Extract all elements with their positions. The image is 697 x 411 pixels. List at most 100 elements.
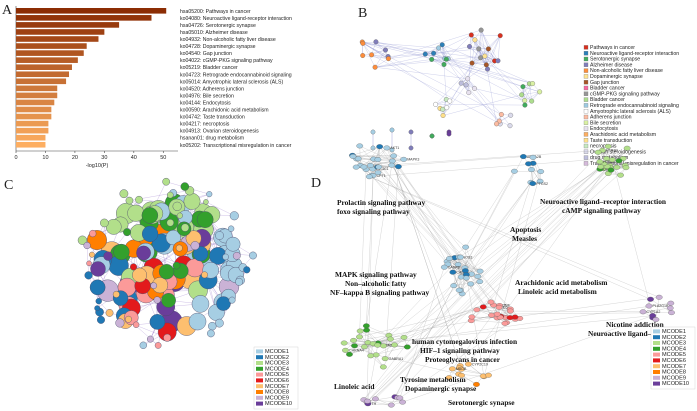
legend-swatch bbox=[653, 329, 660, 334]
network-node bbox=[97, 315, 105, 324]
node-label: CASP3 bbox=[456, 270, 468, 274]
network-node bbox=[249, 251, 257, 260]
network-node bbox=[181, 223, 190, 232]
network-edge bbox=[465, 247, 478, 277]
node-label: MAOB bbox=[456, 367, 467, 371]
network-node bbox=[469, 60, 475, 66]
network-edge bbox=[532, 157, 541, 172]
network-node bbox=[372, 396, 379, 402]
network-edge bbox=[377, 257, 461, 346]
x-tick-label: 10 bbox=[42, 155, 48, 161]
network-edge bbox=[362, 49, 386, 56]
legend-label: Taste transduction bbox=[590, 138, 632, 144]
network-node bbox=[380, 343, 387, 349]
network-node bbox=[228, 296, 236, 304]
network-edge bbox=[367, 396, 395, 402]
network-node bbox=[529, 181, 537, 187]
bar bbox=[16, 50, 84, 56]
network-node bbox=[645, 303, 653, 309]
network-node bbox=[440, 113, 446, 118]
network-node bbox=[172, 261, 181, 270]
network-edge bbox=[497, 35, 501, 61]
network-edge bbox=[444, 267, 465, 269]
legend-label: MCODE4 bbox=[265, 366, 289, 372]
network-edge bbox=[362, 41, 426, 55]
network-node bbox=[488, 312, 495, 318]
network-edge bbox=[366, 161, 393, 326]
network-node bbox=[429, 56, 435, 62]
network-node bbox=[388, 162, 396, 168]
x-tick-label: 50 bbox=[160, 155, 166, 161]
network-edge bbox=[377, 159, 492, 316]
bar bbox=[16, 43, 87, 49]
legend-swatch bbox=[256, 372, 263, 377]
network-node bbox=[507, 308, 514, 314]
pathway-annotation: Measles bbox=[512, 234, 537, 243]
legend-label: MCODE8 bbox=[265, 390, 289, 396]
network-node bbox=[369, 52, 375, 58]
network-node bbox=[473, 381, 480, 387]
legend-label: Bladder cancer bbox=[590, 97, 625, 103]
network-node bbox=[498, 112, 504, 117]
bar bbox=[16, 15, 152, 21]
legend-swatch bbox=[256, 355, 263, 360]
network-node bbox=[139, 341, 147, 349]
network-edge bbox=[362, 43, 389, 59]
network-node bbox=[622, 165, 630, 171]
legend-swatch bbox=[583, 143, 589, 149]
network-node bbox=[506, 315, 514, 321]
network-node bbox=[351, 343, 358, 349]
network-node bbox=[346, 351, 353, 357]
pathway-annotation: Arachidonic acid metabolism bbox=[515, 278, 608, 287]
network-node bbox=[84, 271, 93, 280]
network-node bbox=[493, 311, 501, 317]
network-edge bbox=[375, 41, 434, 54]
network-edge bbox=[359, 304, 494, 338]
pathway-annotation: MAPK signaling pathway bbox=[335, 270, 417, 279]
legend-swatch bbox=[256, 366, 263, 371]
network-node bbox=[216, 296, 231, 311]
network-edge bbox=[375, 59, 432, 68]
network-edge bbox=[402, 315, 653, 403]
network-node bbox=[150, 282, 158, 289]
network-node bbox=[474, 273, 482, 279]
network-node bbox=[476, 268, 484, 274]
network-node bbox=[596, 159, 604, 165]
legend-swatch bbox=[583, 51, 589, 56]
network-node bbox=[666, 305, 674, 311]
network-node bbox=[215, 231, 224, 240]
bar-category-label: ko04728: Dopaminergic synapse bbox=[180, 44, 256, 50]
network-node bbox=[468, 32, 474, 38]
network-panel-b bbox=[359, 27, 543, 153]
network-node bbox=[458, 372, 465, 378]
network-node bbox=[352, 164, 360, 170]
network-edge bbox=[375, 55, 485, 68]
legend-label: Arachidonic acid metabolism bbox=[590, 132, 656, 138]
network-node bbox=[100, 218, 109, 228]
network-node bbox=[441, 62, 447, 67]
network-node bbox=[476, 279, 484, 285]
network-node bbox=[399, 399, 406, 405]
network-node bbox=[487, 299, 495, 305]
node-label: CYP2C19 bbox=[472, 362, 488, 366]
network-node bbox=[193, 246, 209, 262]
network-node bbox=[529, 154, 537, 160]
network-node bbox=[537, 169, 545, 174]
bar bbox=[16, 64, 72, 70]
network-node bbox=[615, 158, 623, 164]
network-edge bbox=[367, 293, 463, 402]
bar bbox=[16, 57, 78, 63]
network-node bbox=[667, 300, 675, 306]
network-node bbox=[215, 318, 224, 328]
node-label: GABRA1 bbox=[389, 357, 404, 361]
legend-swatch bbox=[583, 56, 589, 62]
bar-category-label: ko04932: Non-alcoholic fatty liver disea… bbox=[180, 37, 276, 43]
pathway-annotation: Neuroactive ligand–receptor bbox=[588, 329, 679, 338]
network-node bbox=[440, 106, 446, 112]
network-node bbox=[387, 402, 395, 408]
network-node bbox=[454, 262, 462, 267]
network-edge bbox=[375, 67, 468, 79]
network-edge bbox=[602, 150, 624, 159]
network-edge bbox=[460, 257, 462, 277]
